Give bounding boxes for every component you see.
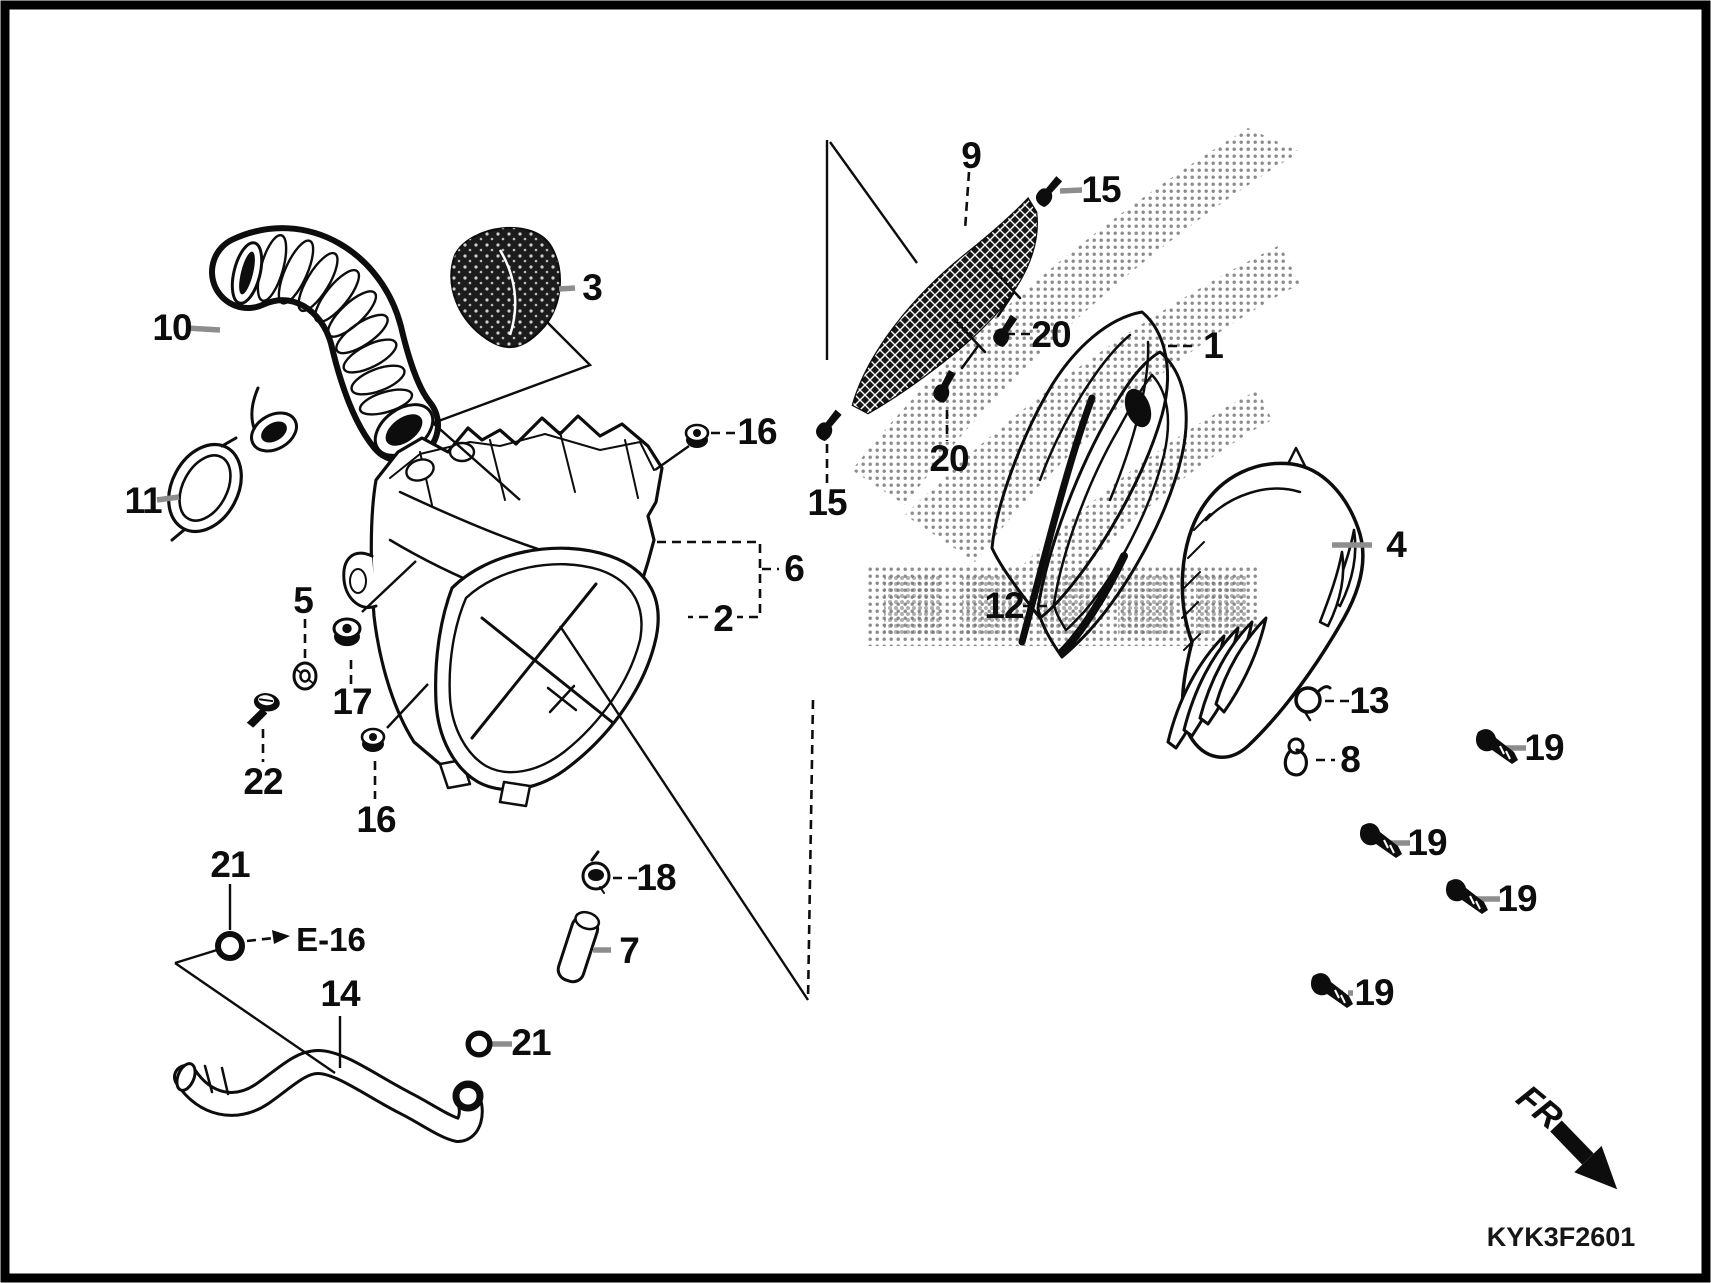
part-case-cover-plate bbox=[434, 546, 660, 808]
callout-13: 13 bbox=[1349, 680, 1389, 721]
part-tube bbox=[556, 910, 601, 984]
callout-labels: 1 2 3 4 5 6 7 8 9 10 11 12 13 14 15 15 1… bbox=[124, 135, 1565, 1063]
bolt-18 bbox=[581, 850, 611, 894]
callout-9: 9 bbox=[961, 135, 981, 176]
clip-13 bbox=[1294, 685, 1332, 722]
part-duct-joint bbox=[450, 226, 561, 349]
part-drain-hose bbox=[173, 1048, 484, 1144]
callout-16-top: 16 bbox=[737, 411, 777, 452]
callout-15-bottom: 15 bbox=[807, 482, 847, 523]
callout-11: 11 bbox=[124, 480, 162, 521]
part-band-clamp bbox=[167, 436, 243, 542]
callout-15-top: 15 bbox=[1081, 169, 1121, 210]
callout-3: 3 bbox=[582, 267, 602, 308]
callout-6: 6 bbox=[784, 548, 804, 589]
nut-17 bbox=[332, 617, 362, 648]
engine-reference-label: E-16 bbox=[296, 921, 366, 958]
part-air-cleaner-cover bbox=[1166, 446, 1365, 759]
callout-1: 1 bbox=[1203, 325, 1223, 366]
fasteners bbox=[218, 175, 1519, 1055]
part-seal bbox=[1018, 350, 1188, 659]
callout-19-a: 19 bbox=[1524, 727, 1564, 768]
callout-8: 8 bbox=[1340, 739, 1360, 780]
nut-16-top bbox=[684, 423, 710, 450]
callout-21-left: 21 bbox=[210, 844, 250, 885]
callout-16-bottom: 16 bbox=[356, 799, 396, 840]
clamp-8 bbox=[1283, 737, 1308, 777]
e16-arrow bbox=[246, 930, 290, 944]
callout-18: 18 bbox=[636, 857, 676, 898]
callout-17: 17 bbox=[332, 681, 371, 722]
callout-bracket-2-6 bbox=[657, 540, 779, 619]
callout-10: 10 bbox=[152, 307, 192, 348]
drawing-code: KYK3F2601 bbox=[1487, 1222, 1636, 1252]
clip-21-right bbox=[468, 1033, 490, 1055]
callout-20-bottom: 20 bbox=[929, 438, 969, 479]
callout-14: 14 bbox=[320, 973, 361, 1014]
callout-5: 5 bbox=[293, 580, 313, 621]
callout-4: 4 bbox=[1386, 524, 1407, 565]
halftone-watermark bbox=[852, 128, 1300, 646]
screw-15-bottom bbox=[812, 408, 846, 443]
callout-12: 12 bbox=[984, 585, 1024, 626]
callout-22: 22 bbox=[243, 761, 283, 802]
callout-19-c: 19 bbox=[1497, 878, 1537, 919]
callout-2: 2 bbox=[713, 598, 733, 639]
callout-20-top: 20 bbox=[1031, 314, 1071, 355]
callout-7: 7 bbox=[619, 930, 639, 971]
fr-direction-indicator: FR. bbox=[1509, 1077, 1618, 1190]
part-grille bbox=[851, 196, 1038, 415]
part-air-intake-duct bbox=[209, 225, 441, 464]
part-air-cleaner-element bbox=[990, 310, 1169, 620]
grommet-5 bbox=[292, 661, 318, 691]
callout-21-right: 21 bbox=[511, 1022, 551, 1063]
screw-19-d bbox=[1310, 972, 1354, 1009]
callout-19-b: 19 bbox=[1407, 822, 1447, 863]
callout-19-d: 19 bbox=[1354, 972, 1394, 1013]
clip-21-left bbox=[218, 934, 242, 958]
nut-16-bottom bbox=[360, 727, 386, 754]
screw-22 bbox=[246, 693, 280, 728]
